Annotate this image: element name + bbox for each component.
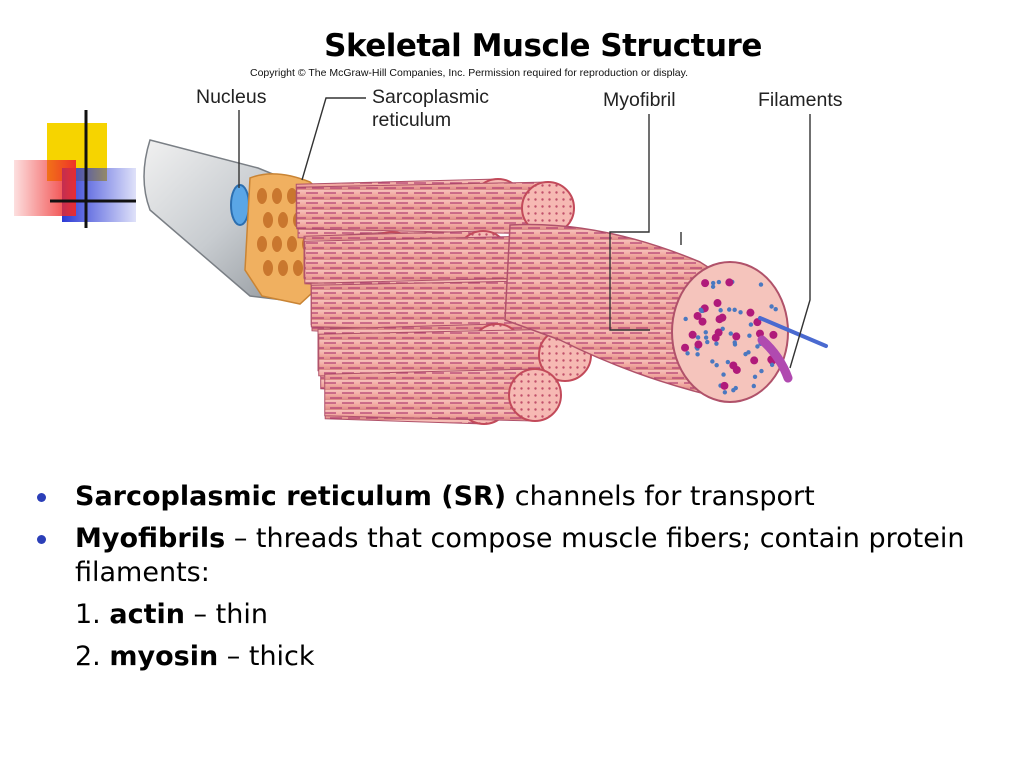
- bullet-icon: [37, 535, 46, 544]
- filament-dot: [698, 317, 707, 326]
- filament-dot: [748, 322, 754, 327]
- filament-dot: [714, 328, 723, 337]
- filament-dot: [769, 304, 774, 309]
- bullet-icon: [37, 493, 46, 502]
- filament-dot: [716, 279, 722, 285]
- filament-dot: [752, 374, 758, 380]
- filament-dot: [773, 307, 778, 312]
- sr-hole: [278, 212, 288, 228]
- filament-dot: [733, 385, 738, 391]
- filament-dot: [732, 340, 737, 345]
- filament-dot: [681, 343, 690, 352]
- filament-dot: [694, 340, 703, 349]
- filament-dot: [685, 351, 690, 356]
- filament-dot: [720, 326, 725, 331]
- filament-dot: [722, 390, 728, 395]
- filament-dot: [727, 307, 732, 312]
- filament-dot: [728, 331, 733, 336]
- sub-item-text: – thin: [184, 599, 268, 630]
- filament-dot: [759, 368, 764, 374]
- nucleus-blob: [230, 184, 250, 226]
- sr-hole: [263, 260, 273, 276]
- sub-item-actin: 1. actin – thin: [37, 598, 997, 632]
- filament-dot: [753, 318, 762, 327]
- sr-hole: [287, 188, 297, 204]
- filament-dot: [769, 330, 778, 339]
- sub-item-term: myosin: [109, 641, 219, 672]
- leader-lines: [238, 97, 811, 369]
- label-filaments: Filaments: [758, 89, 843, 111]
- filament-dot: [746, 308, 755, 317]
- filament-dot: [747, 333, 752, 338]
- label-myofibril: Myofibril: [603, 89, 676, 111]
- filament-dot: [721, 372, 726, 377]
- filament-dot: [710, 359, 715, 364]
- sr-hole: [257, 188, 267, 204]
- sub-item-prefix: 1.: [75, 599, 110, 630]
- fiber-end: [508, 368, 562, 422]
- page-title: Skeletal Muscle Structure: [324, 28, 762, 64]
- filament-dot: [750, 356, 759, 365]
- fiber-body: [324, 368, 536, 422]
- corner-decoration: [14, 110, 136, 228]
- sr-hole: [272, 236, 282, 252]
- filament-dot: [703, 335, 709, 340]
- sr-hole: [257, 236, 267, 252]
- filament-dot: [705, 339, 710, 345]
- filament-dot: [688, 330, 697, 339]
- sub-item-prefix: 2.: [75, 641, 110, 672]
- sr-hole: [272, 188, 282, 204]
- filament-dot: [758, 282, 764, 287]
- filament-dot: [710, 284, 716, 289]
- copyright-notice: Copyright © The McGraw-Hill Companies, I…: [250, 67, 689, 79]
- bullet-myofibrils: Myofibrils – threads that compose muscle…: [37, 522, 997, 590]
- sr-hole: [287, 236, 297, 252]
- actin-filament: [758, 316, 828, 348]
- muscle-illustration: [143, 97, 828, 425]
- filament-dot: [732, 332, 741, 341]
- filament-dot: [713, 299, 722, 308]
- filament-dot: [714, 362, 719, 368]
- filament-dot: [725, 278, 734, 287]
- filament-dot: [701, 279, 710, 288]
- bullet-text: – threads that compose muscle fibers; co…: [75, 523, 965, 588]
- filament-dot: [729, 361, 738, 370]
- filament-dot: [710, 280, 716, 286]
- label-sarcoplasmic-reticulum: Sarcoplasmic reticulum: [372, 86, 490, 131]
- sub-item-term: actin: [109, 599, 185, 630]
- filament-dot: [751, 383, 757, 389]
- myofibril-cross-section-dots: [681, 278, 778, 395]
- filament-dot: [703, 330, 708, 335]
- bullet-text: channels for transport: [506, 481, 815, 512]
- bullet-list: Sarcoplasmic reticulum (SR) channels for…: [37, 480, 997, 682]
- filament-dot: [695, 352, 700, 357]
- filament-dot: [732, 307, 737, 313]
- myosin-filament: [757, 335, 793, 383]
- sub-item-text: – thick: [218, 641, 315, 672]
- filament-dot: [683, 316, 688, 322]
- filament-dot: [725, 359, 731, 365]
- bullet-term: Myofibrils: [75, 523, 226, 554]
- label-nucleus: Nucleus: [196, 86, 267, 108]
- filament-dot: [695, 335, 701, 340]
- sr-hole: [293, 260, 303, 276]
- filament-dot: [769, 362, 775, 368]
- sr-hole: [278, 260, 288, 276]
- fiber-bundle: [295, 178, 605, 425]
- filament-dot: [738, 310, 743, 315]
- filament-dot: [693, 311, 702, 320]
- bullet-sr: Sarcoplasmic reticulum (SR) channels for…: [37, 480, 997, 514]
- filament-dot: [715, 315, 724, 324]
- filament-dot: [743, 351, 748, 357]
- sub-item-myosin: 2. myosin – thick: [37, 640, 997, 674]
- filament-dot: [698, 307, 704, 313]
- filament-dot: [720, 381, 729, 390]
- filament-dot: [718, 308, 723, 313]
- red-square: [14, 160, 76, 216]
- filament-dot: [755, 344, 760, 349]
- sr-hole: [263, 212, 273, 228]
- filament-dot: [714, 341, 719, 346]
- bullet-term: Sarcoplasmic reticulum (SR): [75, 481, 507, 512]
